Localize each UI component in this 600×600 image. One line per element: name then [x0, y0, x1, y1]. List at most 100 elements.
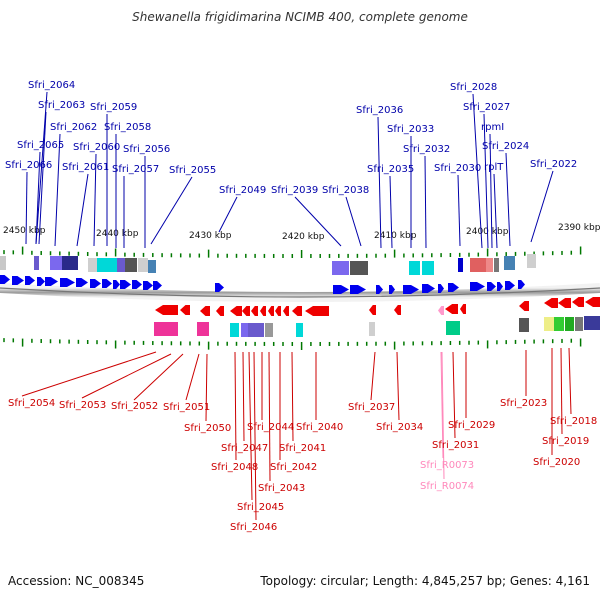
topology-text: Topology: circular; Length: 4,845,257 bp… — [260, 574, 590, 588]
gene-label-sfri-2053[interactable]: Sfri_2053 — [59, 400, 106, 411]
forward-gene-arrow — [37, 277, 45, 286]
leader-line — [472, 93, 483, 249]
gene-label-sfri-2043[interactable]: Sfri_2043 — [258, 483, 305, 494]
gene-label-sfri-2062[interactable]: Sfri_2062 — [50, 122, 97, 133]
leader-line — [35, 151, 41, 245]
gene-label-sfri-2039[interactable]: Sfri_2039 — [271, 185, 318, 196]
feature-box — [138, 258, 148, 272]
forward-gene-arrow — [389, 285, 395, 294]
scale-ticks-top — [3, 246, 582, 258]
leader-line — [54, 133, 61, 247]
gene-label-sfri-2038[interactable]: Sfri_2038 — [322, 185, 369, 196]
gene-label-sfri-2064[interactable]: Sfri_2064 — [28, 80, 75, 91]
gene-label-sfri-2037[interactable]: Sfri_2037 — [348, 402, 395, 413]
leader-line — [530, 170, 554, 243]
gene-label-sfri-2045[interactable]: Sfri_2045 — [237, 502, 284, 513]
scale-label-2410: 2410 kbp — [374, 231, 417, 241]
gene-label-sfri-2061[interactable]: Sfri_2061 — [62, 162, 109, 173]
feature-box — [584, 316, 600, 330]
gene-label-sfri-2059[interactable]: Sfri_2059 — [90, 102, 137, 113]
leader-line — [440, 351, 444, 459]
gene-label-sfri-2049[interactable]: Sfri_2049 — [219, 185, 266, 196]
feature-box — [422, 261, 434, 275]
reverse-gene-arrow — [283, 306, 289, 316]
leader-line — [489, 133, 493, 249]
feature-box — [519, 318, 529, 332]
gene-label-sfri-2035[interactable]: Sfri_2035 — [367, 164, 414, 175]
gene-label-sfri-2054[interactable]: Sfri_2054 — [8, 398, 55, 409]
gene-label-sfri-2019[interactable]: Sfri_2019 — [542, 436, 589, 447]
forward-gene-arrow — [45, 277, 58, 286]
gene-label-sfri-2058[interactable]: Sfri_2058 — [104, 122, 151, 133]
reverse-gene-arrow — [369, 305, 376, 315]
gene-label-sfri-2024[interactable]: Sfri_2024 — [482, 141, 529, 152]
gene-label-sfri-2034[interactable]: Sfri_2034 — [376, 422, 423, 433]
reverse-gene-arrow — [275, 306, 281, 316]
forward-gene-arrow — [102, 279, 112, 288]
gene-label-sfri-2055[interactable]: Sfri_2055 — [169, 165, 216, 176]
reverse-gene-arrow — [180, 305, 190, 315]
gene-label-sfri-2029[interactable]: Sfri_2029 — [448, 420, 495, 431]
reverse-gene-arrow — [292, 306, 302, 316]
gene-label-sfri-2048[interactable]: Sfri_2048 — [211, 462, 258, 473]
gene-label-sfri-2030[interactable]: Sfri_2030 — [434, 163, 481, 174]
gene-label-sfri-2060[interactable]: Sfri_2060 — [73, 142, 120, 153]
gene-label-sfri-2031[interactable]: Sfri_2031 — [432, 440, 479, 451]
gene-label-sfri-2041[interactable]: Sfri_2041 — [279, 443, 326, 454]
scale-label-2420: 2420 kbp — [282, 232, 325, 242]
gene-label-sfri-2018[interactable]: Sfri_2018 — [550, 416, 597, 427]
gene-label-sfri-2023[interactable]: Sfri_2023 — [500, 398, 547, 409]
scale-label-2440: 2440 kbp — [96, 229, 139, 239]
feature-box — [88, 258, 97, 272]
gene-label-sfri-2022[interactable]: Sfri_2022 — [530, 159, 577, 170]
leader-line — [568, 347, 572, 415]
gene-label-rpmi[interactable]: rpmI — [481, 122, 504, 133]
forward-gene-arrow — [25, 276, 35, 285]
gene-label-sfri-2020[interactable]: Sfri_2020 — [533, 457, 580, 468]
gene-label-sfri-2042[interactable]: Sfri_2042 — [270, 462, 317, 473]
leader-line — [396, 351, 400, 421]
gene-label-sfri-2036[interactable]: Sfri_2036 — [356, 105, 403, 116]
feature-box — [446, 321, 460, 335]
gene-label-sfri-2063[interactable]: Sfri_2063 — [38, 100, 85, 111]
gene-label-sfri-2028[interactable]: Sfri_2028 — [450, 82, 497, 93]
gene-label-sfri-2033[interactable]: Sfri_2033 — [387, 124, 434, 135]
feature-box — [117, 258, 125, 272]
gene-label-sfri-2032[interactable]: Sfri_2032 — [403, 144, 450, 155]
feature-box — [554, 317, 564, 331]
gene-label-sfri-2066[interactable]: Sfri_2066 — [5, 160, 52, 171]
leader-line — [389, 175, 393, 249]
scale-ticks-bottom — [3, 338, 582, 350]
leader-line — [345, 196, 362, 247]
forward-gene-arrow — [90, 279, 101, 288]
gene-label-rplt[interactable]: rplT — [484, 162, 504, 173]
feature-box — [296, 323, 303, 337]
gene-label-sfri-2056[interactable]: Sfri_2056 — [123, 144, 170, 155]
leader-line — [493, 173, 498, 249]
gene-label-sfri-2051[interactable]: Sfri_2051 — [163, 402, 210, 413]
gene-label-sfri-2050[interactable]: Sfri_2050 — [184, 423, 231, 434]
feature-box — [527, 254, 536, 268]
forward-gene-arrow — [422, 284, 435, 293]
leader-line — [25, 171, 28, 245]
forward-gene-arrow — [376, 285, 383, 294]
scale-label-2430: 2430 kbp — [189, 231, 232, 241]
forward-gene-arrow — [120, 280, 131, 289]
gene-label-sfri-2040[interactable]: Sfri_2040 — [296, 422, 343, 433]
gene-label-sfri-2065[interactable]: Sfri_2065 — [17, 140, 64, 151]
gene-label-sfri-2046[interactable]: Sfri_2046 — [230, 522, 277, 533]
gene-label-sfri-2044[interactable]: Sfri_2044 — [247, 422, 294, 433]
gene-label-sfri-r0073[interactable]: Sfri_R0073 — [420, 460, 474, 471]
gene-label-sfri-2052[interactable]: Sfri_2052 — [111, 401, 158, 412]
gene-label-sfri-2027[interactable]: Sfri_2027 — [463, 102, 510, 113]
gene-label-sfri-2047[interactable]: Sfri_2047 — [221, 443, 268, 454]
feature-box — [50, 256, 62, 270]
gene-label-sfri-r0074[interactable]: Sfri_R0074 — [420, 481, 474, 492]
gene-label-sfri-2057[interactable]: Sfri_2057 — [112, 164, 159, 175]
forward-gene-arrow — [518, 280, 525, 289]
scale-label-2390: 2390 kbp — [558, 223, 600, 233]
forward-gene-arrow — [0, 275, 10, 284]
scale-label-2450: 2450 kbp — [3, 226, 46, 236]
reverse-gene-arrow — [260, 306, 266, 316]
